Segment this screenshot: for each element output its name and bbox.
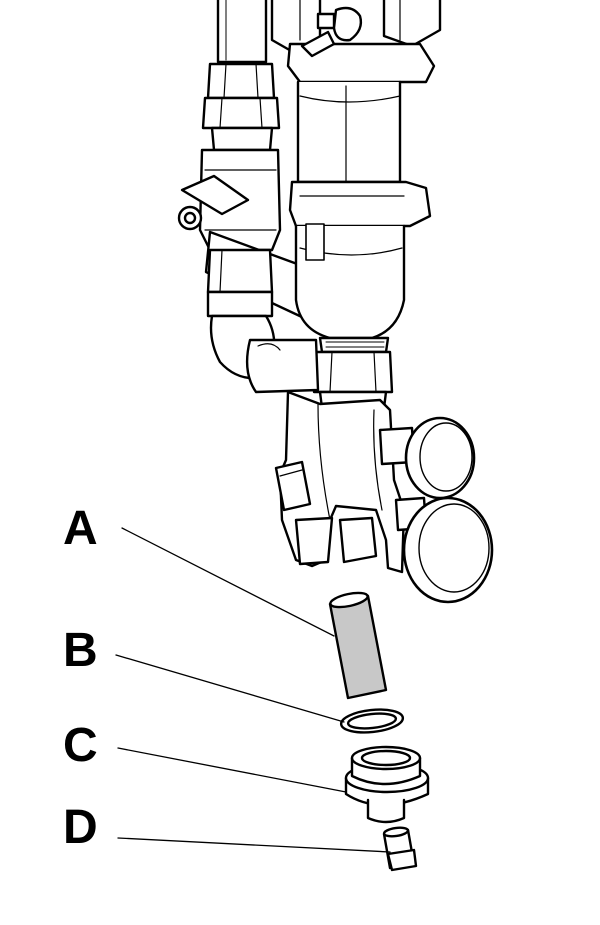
part-d-drain-plug (382, 826, 418, 872)
pump-column (270, 0, 442, 410)
leader-lines (115, 527, 391, 853)
callout-label-a: A (63, 502, 98, 555)
leader-line-a (121, 527, 335, 637)
callout-label-c: C (63, 719, 98, 772)
left-supply-pipe (177, 0, 341, 380)
part-a-filter-screen (328, 591, 388, 700)
part-b-o-ring (339, 708, 405, 734)
callout-label-b: B (63, 624, 98, 677)
leader-line-b (115, 654, 345, 723)
callout-label-d: D (63, 801, 98, 854)
leader-line-c (117, 747, 347, 793)
strainer-body (245, 338, 428, 574)
leader-line-d (117, 837, 391, 853)
part-c-threaded-bushing (344, 745, 430, 824)
pressure-gauge-upper (404, 416, 476, 500)
pressure-gauge-lower (402, 496, 494, 604)
